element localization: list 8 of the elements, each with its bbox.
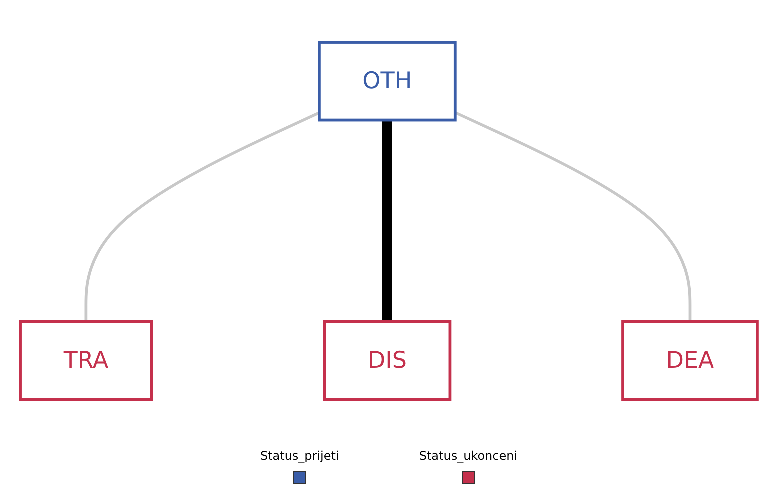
node-box: TRA <box>19 320 154 402</box>
node-box: DEA <box>622 320 759 402</box>
node-box: DIS <box>323 320 452 402</box>
legend-label: Status_prijeti <box>260 449 340 463</box>
connector <box>382 120 392 322</box>
legend-label: Status_ukonceni <box>419 449 518 463</box>
connector <box>454 112 692 322</box>
node-box: OTH <box>318 42 457 122</box>
